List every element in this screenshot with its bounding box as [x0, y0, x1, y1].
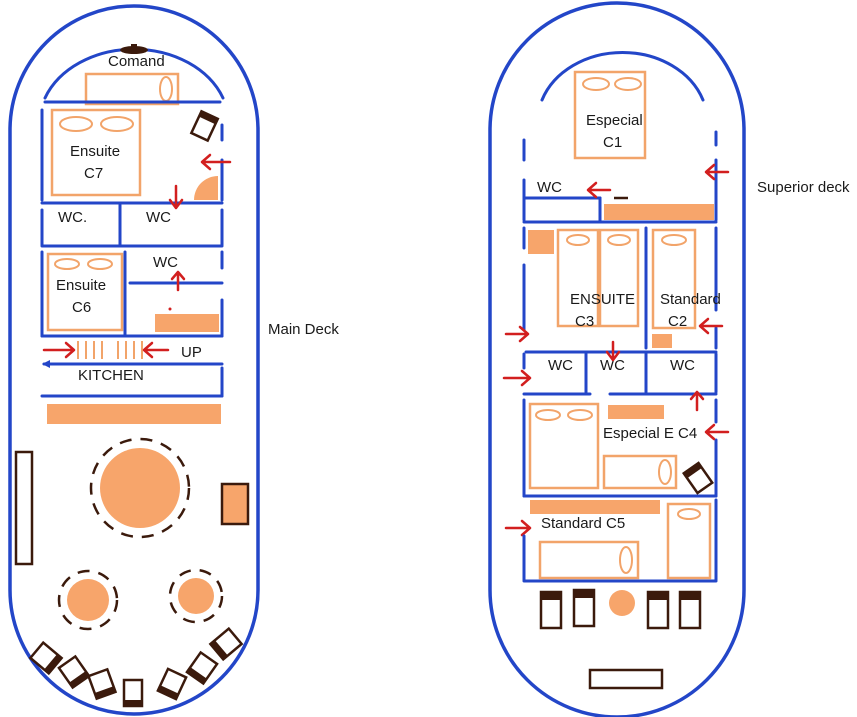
superior-deck-hull: [488, 1, 746, 717]
c4-pillow: [567, 409, 593, 421]
c5-pillow: [619, 546, 633, 574]
c5-bed: [666, 502, 712, 580]
c2-number: C2: [668, 313, 687, 330]
kitchen-arrow-tip: [42, 360, 50, 368]
superior-deck-label: Superior deck: [757, 179, 850, 196]
main-deck-hull: [8, 4, 260, 716]
entry-arrow: [698, 317, 724, 335]
small-table: [178, 578, 214, 614]
c6-number: C6: [72, 299, 91, 316]
sun-deck-table: [609, 590, 635, 616]
c4-pillow: [535, 409, 561, 421]
entry-arrow: [586, 181, 612, 199]
c3-number: C3: [575, 313, 594, 330]
wc-label: WC: [153, 254, 178, 271]
entry-arrow: [504, 325, 530, 343]
stern-chairs: [28, 626, 244, 708]
wc-label: WC: [670, 357, 695, 374]
c2-label: Standard: [660, 291, 721, 308]
c6-pillow: [54, 258, 80, 270]
bench: [14, 450, 34, 566]
wc-label: WC: [600, 357, 625, 374]
c2-bed: [651, 228, 697, 330]
c5-pillow: [677, 508, 701, 520]
entry-arrow: [689, 390, 705, 412]
c3-pillow: [607, 234, 631, 246]
entry-arrow: [502, 369, 532, 387]
c1-number: C1: [603, 134, 622, 151]
command-sofa-pillow: [159, 76, 173, 102]
c6-counter: [155, 314, 219, 332]
c2-pillow: [661, 234, 687, 246]
dining-table: [100, 448, 180, 528]
sun-deck-chairs: [539, 588, 702, 630]
stairs-arrow: [142, 341, 170, 359]
side-table: [220, 482, 250, 526]
c1-pillow: [614, 77, 642, 91]
c1-counter: [604, 204, 714, 220]
entry-arrow: [200, 153, 232, 171]
stern-bench: [588, 668, 664, 690]
up-label: UP: [181, 344, 202, 361]
small-table: [67, 579, 109, 621]
entry-arrow: [504, 519, 532, 537]
c7-pillow: [100, 116, 134, 132]
c5-label: Standard C5: [541, 515, 625, 532]
stairs: [77, 341, 103, 359]
wc-label: WC: [548, 357, 573, 374]
dining-chairs: [89, 437, 191, 539]
main-deck-plan: Comand Ensuite C7 WC. WC: [8, 4, 260, 716]
marker-dot: [168, 307, 172, 311]
c4-single-pillow: [658, 459, 672, 485]
kitchen-label: KITCHEN: [78, 367, 144, 384]
entry-arrow: [704, 163, 730, 181]
c1-pillow: [582, 77, 610, 91]
kitchen-counter: [47, 404, 221, 424]
c1-label: Especial: [586, 112, 643, 129]
entry-arrow: [704, 423, 730, 441]
wc-label: WC: [146, 209, 171, 226]
c2-cabinet: [652, 334, 672, 348]
c7-number: C7: [84, 165, 103, 182]
wc-label: WC.: [58, 209, 87, 226]
c3-pillow: [566, 234, 590, 246]
entry-arrow: [168, 184, 184, 210]
small-table-chairs: [57, 569, 119, 631]
main-deck-label: Main Deck: [268, 321, 339, 338]
small-table-chairs: [168, 568, 224, 624]
entry-arrow: [170, 270, 186, 292]
stairs: [117, 341, 143, 359]
helm-post: [131, 44, 137, 52]
c7-label: Ensuite: [70, 143, 120, 160]
c7-shower: [194, 176, 218, 200]
superior-deck-plan: Especial C1 WC ENSUITE C3 Standard C2: [488, 1, 746, 717]
c3-cabinet: [528, 230, 554, 254]
c5-counter: [530, 500, 660, 514]
comand-label: Comand: [108, 53, 165, 70]
c4-chair: [682, 461, 714, 495]
c6-pillow: [87, 258, 113, 270]
c6-label: Ensuite: [56, 277, 106, 294]
c4-label: Especial E C4: [603, 425, 697, 442]
wc-label: WC: [537, 179, 562, 196]
stairs-arrow: [42, 341, 76, 359]
c7-chair: [189, 109, 220, 143]
superior-bow-arc: [540, 50, 705, 102]
c7-pillow: [59, 116, 93, 132]
c3-label: ENSUITE: [570, 291, 635, 308]
c4-counter: [608, 405, 664, 419]
entry-arrow: [605, 340, 621, 362]
